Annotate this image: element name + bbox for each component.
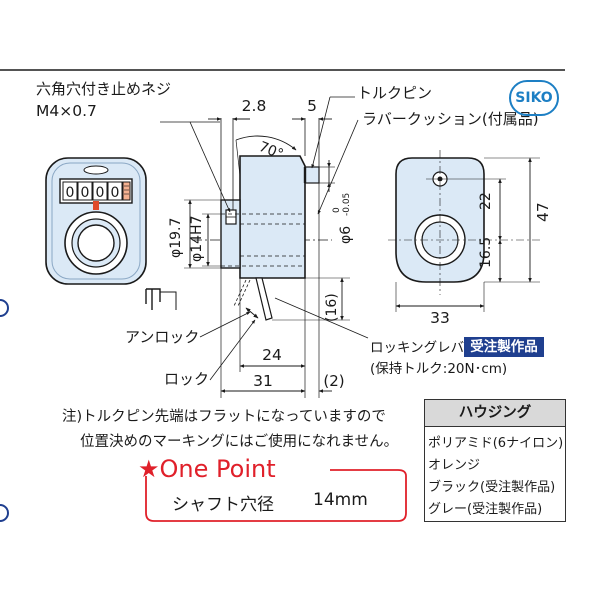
dim-phi-6-tol-lower: -0.05	[342, 193, 352, 216]
locking-lever	[255, 277, 273, 321]
torque-pin-label: トルクピン	[357, 84, 432, 102]
side-view	[145, 155, 332, 321]
setscrew-label-line2: M4×0.7	[36, 102, 97, 120]
note-line-2: 位置決めのマーキングにはご使用になれません。	[80, 434, 399, 450]
housing-table: ハウジング ポリアミド(6ナイロン) オレンジ ブラック(受注製作品) グレー(…	[424, 399, 566, 522]
dim-2-text: (2)	[323, 372, 344, 390]
holding-torque-label: (保持トルク:20N･cm)	[370, 361, 507, 377]
dim-16-5-text: 16.5	[478, 237, 494, 268]
side-dimensions	[184, 117, 350, 398]
dim-phi-6-text: φ6	[338, 226, 354, 244]
leader-locking-lever	[274, 297, 369, 339]
dim-31-text: 31	[253, 372, 273, 390]
side-body	[239, 155, 306, 279]
rubber-cushion-label: ラバークッション(付属品)	[362, 110, 539, 128]
siko-logo: SIKO	[509, 80, 559, 116]
dim-2-8-text: 2.8	[242, 97, 267, 115]
setscrew-label-line1: 六角穴付き止めネジ	[36, 80, 171, 98]
dim-16-text: (16)	[324, 293, 340, 322]
housing-row: ポリアミド(6ナイロン)	[428, 436, 564, 451]
housing-row: ブラック(受注製作品)	[428, 480, 556, 495]
one-point-label: シャフト穴径	[172, 495, 274, 515]
counter-cell-3	[92, 181, 108, 201]
dim-47-text: 47	[534, 202, 552, 222]
note-line-1: 注)トルクピン先端はフラットになっていますので	[62, 409, 386, 425]
rear-view	[388, 150, 540, 295]
bore-hole	[77, 224, 115, 262]
one-point-title: ★One Point	[138, 455, 276, 483]
lever-inset	[145, 288, 161, 310]
locking-lever-label: ロッキングレバー	[370, 340, 478, 356]
dim-33-text: 33	[430, 309, 450, 327]
angle-arc	[235, 135, 297, 151]
counter-cell-1	[62, 181, 78, 201]
edge-mark-lower	[0, 504, 9, 522]
counter-digit-1: 0	[66, 185, 75, 201]
dim-phi-19-7-text: φ19.7	[168, 218, 184, 258]
counter-cell-2	[77, 181, 93, 201]
front-view: 0 0 0 0	[45, 157, 147, 285]
dim-phi-14-text: φ14H7	[189, 216, 205, 262]
torque-pin	[304, 166, 320, 184]
front-housing-inner	[51, 162, 141, 280]
counter-digit-3: 0	[96, 185, 105, 201]
counter-cell-4	[107, 181, 123, 201]
dim-24-text: 24	[262, 346, 282, 364]
leader-rubber-cushion	[317, 119, 359, 215]
dim-22-text: 22	[478, 192, 494, 210]
leader-set-screw	[189, 121, 231, 213]
counter-fine-scale	[122, 181, 131, 201]
one-point-frame	[145, 469, 407, 522]
made-to-order-badge: 受注製作品	[464, 337, 544, 357]
leader-torque-pin	[311, 96, 331, 169]
front-logo-lens	[83, 165, 109, 175]
unlock-label: アンロック	[125, 328, 199, 346]
housing-title: ハウジング	[425, 400, 565, 427]
dim-5-text: 5	[307, 97, 317, 115]
lock-label: ロック	[164, 370, 209, 388]
rear-dimensions	[395, 157, 540, 312]
housing-row: オレンジ	[428, 458, 481, 473]
housing-row: グレー(受注製作品)	[428, 502, 543, 517]
one-point-value: 14mm	[313, 490, 368, 510]
dim-phi-6-tol-upper: 0	[332, 207, 342, 213]
edge-mark-upper	[0, 299, 9, 317]
leader-lines	[160, 96, 369, 381]
counter-index-mark	[93, 201, 99, 210]
counter-digit-4: 0	[111, 185, 120, 201]
counter-digit-2: 0	[81, 185, 90, 201]
leader-lock	[209, 319, 256, 381]
leader-unlock	[199, 311, 251, 338]
